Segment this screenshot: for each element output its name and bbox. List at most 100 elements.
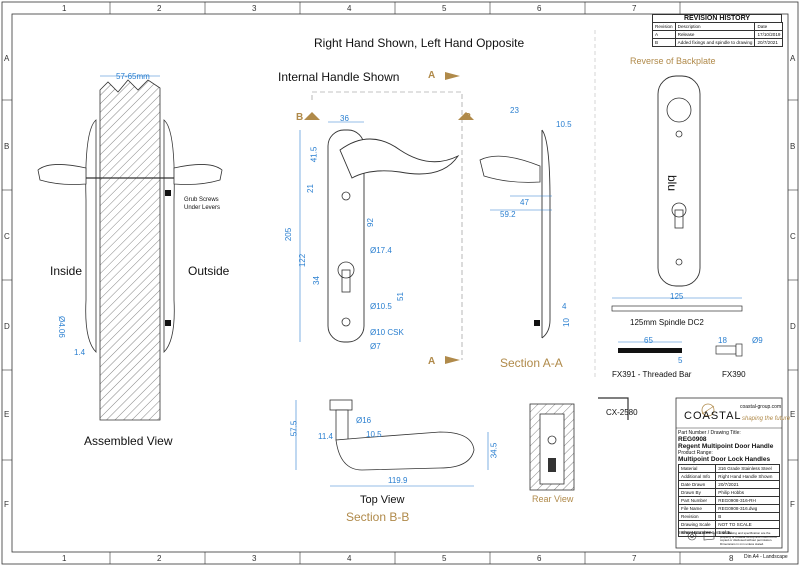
field-label: Revision [677,512,717,521]
dim-7: Ø7 [370,342,381,351]
sheet-size: Din A4 - Landscape [744,554,788,560]
dim-57-5: 57.5 [289,420,299,437]
field-label: Material [677,464,717,473]
dim-41-5: 41.5 [309,146,319,163]
zone-col-4-bottom: 4 [347,554,352,563]
zone-row-c-right: C [790,232,796,241]
dim-21: 21 [305,184,315,193]
zone-col-2-bottom: 2 [157,554,162,563]
section-mark-a-top: A [428,70,436,81]
revision-history: REVISION HISTORY Revision Description Da… [652,14,784,47]
zone-col-7: 7 [632,4,637,13]
zone-row-c: C [4,232,10,241]
zone-col-4: 4 [347,4,352,13]
backplate-drawing [657,75,701,287]
zone-row-b-right: B [790,142,796,151]
field-value: 1 of 1 [715,528,780,537]
section-mark-a-bottom: A [428,356,436,367]
dim-top-10-5: 10.5 [366,430,382,439]
grub-screws-note: Grub Screws Under Levers [184,197,221,211]
revision-cell: A [652,30,676,39]
field-value: NOT TO SCALE [715,520,780,529]
part-title: Regent Multipoint Door Handle [678,443,774,450]
zone-col-1: 1 [62,4,67,13]
zone-col-3: 3 [252,4,257,13]
dim-51: 51 [395,292,405,301]
backplate-logo: blu [665,174,680,192]
section-aa-label: Section A-A [500,356,563,370]
zone-col-3-bottom: 3 [252,554,257,563]
field-value: REG0908-316-RH [715,496,780,505]
top-view-drawing [295,399,489,487]
revision-header-row: Revision Description Date [652,22,784,31]
revision-header: Revision [652,22,676,31]
field-label: Drawn By [677,488,717,497]
table-row: B Added fixings and spindle to drawing 2… [652,38,784,47]
dim-10-csk: Ø10 CSK [370,328,404,337]
brand-name: COASTAL [684,410,742,422]
zone-col-8-bottom: 8 [729,554,734,563]
spindle-label: 125mm Spindle DC2 [630,318,704,327]
brand-website: coastal-group.com [740,404,782,410]
revision-cell: B [652,38,676,47]
zone-row-e-right: E [790,410,796,419]
revision-title: REVISION HISTORY [652,14,782,22]
dim-11-4: 11.4 [318,432,333,441]
drawing-title: Right Hand Shown, Left Hand Opposite [314,36,525,50]
dim-4: 4 [562,302,567,311]
zone-col-5: 5 [442,4,447,13]
zone-col-6: 6 [537,4,542,13]
product-range: Multipoint Door Lock Handles [678,456,771,463]
field-label: File Name [677,504,717,513]
field-label: Sheet Number [677,528,717,537]
ownership-notice: This drawing and specification are the p… [720,532,777,546]
title-block: Part Number / Drawing Title: REG0908 Reg… [677,430,780,537]
assembled-view-title: Assembled View [84,434,173,448]
zone-row-f-right: F [790,500,795,509]
dim-18: 18 [718,336,727,345]
dim-34: 34 [311,276,321,285]
dim-depth: Ø4.06 [57,316,66,338]
field-value: REG0908-316.dwg [715,504,780,513]
dim-65: 65 [644,336,653,345]
zone-row-f: F [4,500,9,509]
fixings-drawing [598,297,743,420]
dim-10-5: Ø10.5 [370,302,392,311]
zone-row-b: B [4,142,10,151]
field-value: 316 Grade Stainless Steel [715,464,780,473]
dim-16: Ø16 [356,416,372,425]
zone-row-d-right: D [790,322,796,331]
fx390-label: FX390 [722,370,746,379]
dim-92: 92 [365,218,375,227]
part-number-label: Part Number / Drawing Title: [678,430,741,436]
reverse-backplate-label: Reverse of Backplate [630,56,716,66]
dim-5: 5 [678,356,683,365]
section-mark-b-right: B [464,112,472,123]
dim-9: Ø9 [752,336,763,345]
field-label: Additional Info [677,472,717,481]
table-row: A Release 17/10/2019 [652,30,784,39]
field-label: Date Drawn [677,480,717,489]
dim-119-9: 119.9 [388,476,408,485]
rear-view-label: Rear View [532,494,574,504]
zone-col-5-bottom: 5 [442,554,447,563]
projection-label: THIRD ANGLE PROJECTION [678,530,732,535]
dim-122: 122 [298,253,308,268]
dim-17-4: Ø17.4 [370,246,392,255]
zone-col-2: 2 [157,4,162,13]
zone-col-7-bottom: 7 [632,554,637,563]
section-bb-label: Section B-B [346,510,410,524]
assembled-view-drawing [37,75,223,421]
product-range-label: Product Range: [678,450,713,456]
field-value: Right Hand Handle Shown [715,472,780,481]
revision-table: Revision Description Date A Release 17/1… [652,22,784,47]
part-number: REG0908 [678,436,707,443]
section-mark-b-left: B [296,112,304,123]
